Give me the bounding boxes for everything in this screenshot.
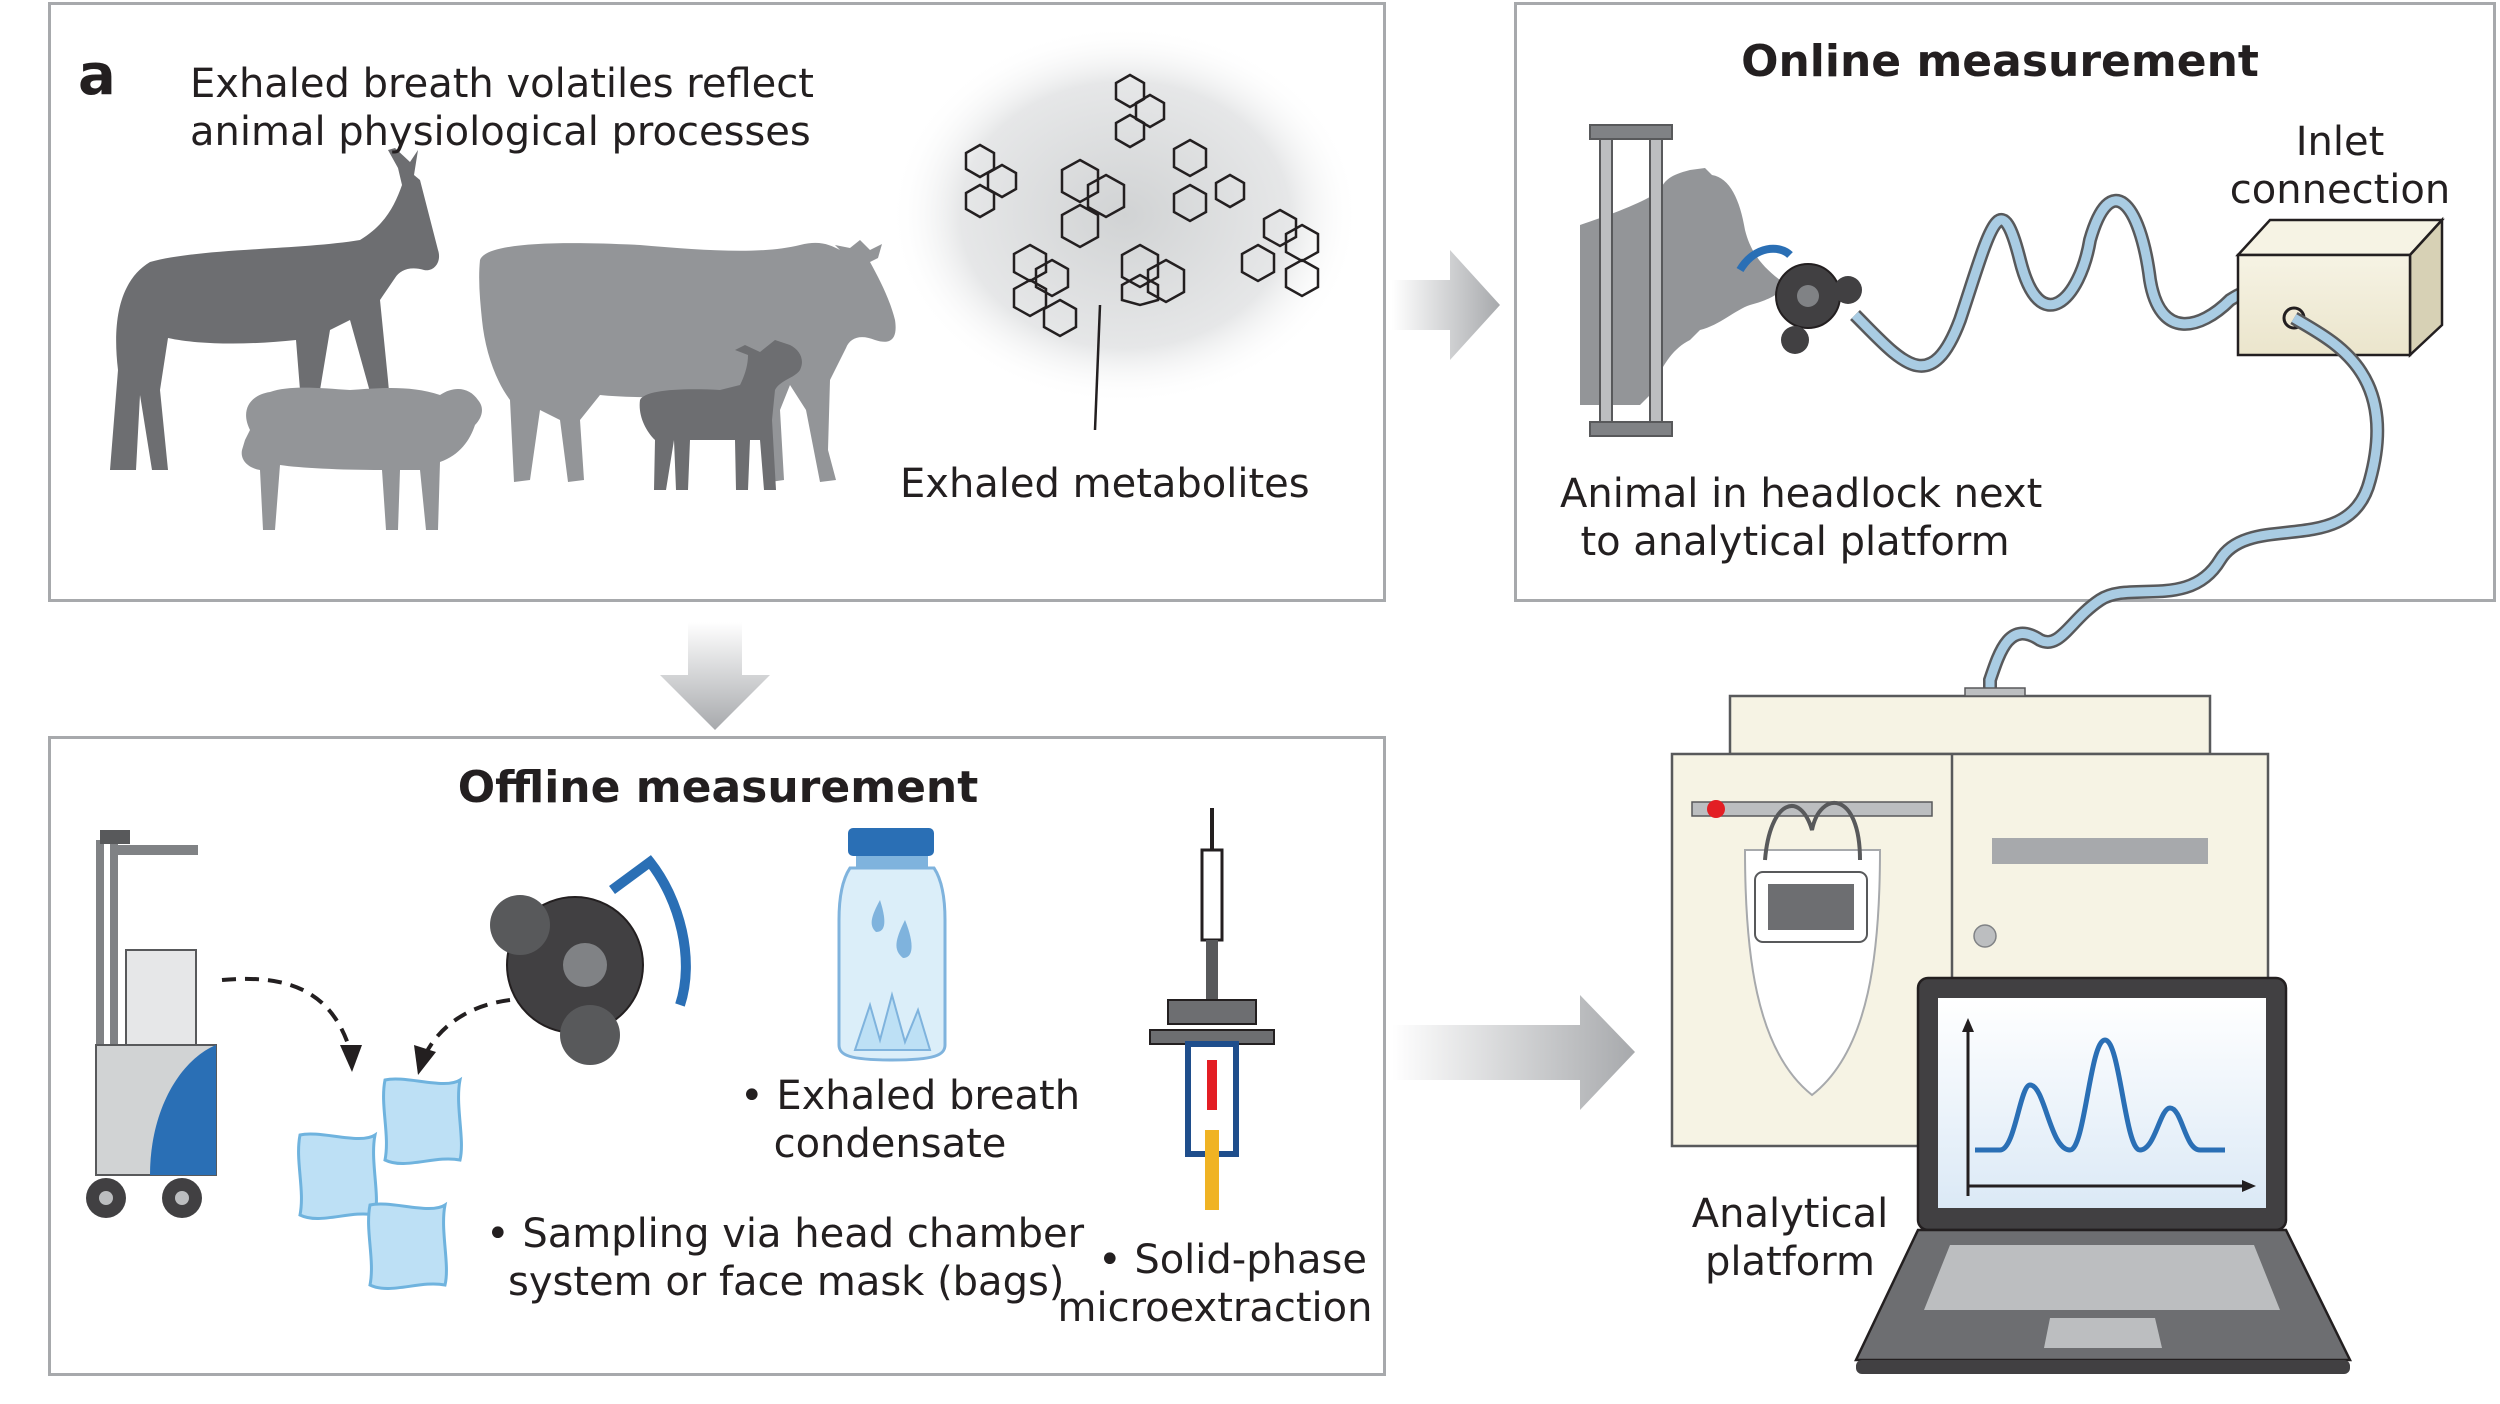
laptop: [1854, 976, 2353, 1374]
inlet-label-line1: Inlet: [2295, 119, 2385, 165]
spme-label-line2: microextraction: [1057, 1285, 1373, 1331]
dashed-arrow-cart: [221, 976, 352, 1051]
arrow-to-online: [1392, 250, 1500, 360]
inlet-label-line2: connection: [2229, 167, 2451, 213]
dashed-arrow-mask: [423, 998, 511, 1056]
headlock-label-line2: to analytical platform: [1580, 519, 2010, 565]
headlock-frame: [1580, 124, 1783, 437]
condensate-label-line2: condensate: [773, 1121, 1007, 1167]
online-heading: Online measurement: [1741, 36, 2259, 87]
inlet-box: [2235, 216, 2445, 358]
spme-label-line1: • Solid-phase: [1098, 1236, 1367, 1284]
metabolites-label: Exhaled metabolites: [900, 461, 1310, 507]
sheep-silhouette: [241, 387, 482, 530]
chromatogram-trace: [1975, 1037, 2225, 1153]
sampling-label-line1: • Sampling via head chamber: [486, 1210, 1084, 1258]
spme-label-text: Solid-phase: [1134, 1237, 1367, 1283]
arrow-to-offline: [660, 622, 770, 730]
cow-silhouette: [479, 240, 896, 482]
condensate-vial: [837, 828, 947, 1062]
head-chamber-cart: [86, 830, 217, 1218]
panel-offline-measurement: [48, 736, 1386, 1376]
bullet-point: •: [1098, 1237, 1122, 1283]
sample-bags: [297, 1076, 463, 1290]
goat-silhouette: [639, 340, 802, 490]
sampling-label-text: Sampling via head chamber: [522, 1211, 1085, 1257]
spme-device: [1149, 808, 1275, 1210]
arrow-to-platform: [1392, 995, 1635, 1110]
panel-letter: a: [78, 43, 116, 108]
headlock-label-line1: Animal in headlock next: [1560, 471, 2043, 517]
platform-label-line2: platform: [1705, 1239, 1875, 1285]
metabolite-cloud: [890, 25, 1360, 405]
platform-label-line1: Analytical: [1691, 1191, 1889, 1237]
tube-to-platform: [1983, 312, 2385, 690]
condensate-label-line1: • Exhaled breath: [740, 1072, 1080, 1120]
sampling-label-line2: system or face mask (bags): [508, 1259, 1065, 1305]
face-mask-offline: [490, 855, 691, 1065]
volatiles-title-line2: animal physiological processes: [190, 109, 811, 155]
offline-heading: Offline measurement: [457, 762, 979, 813]
molecule-structures: [964, 73, 1320, 431]
bullet-point: •: [740, 1073, 764, 1119]
bullet-point: •: [486, 1211, 510, 1257]
volatiles-title-line1: Exhaled breath volatiles reflect: [190, 61, 814, 107]
condensate-label-text: Exhaled breath: [776, 1073, 1081, 1119]
donkey-silhouette: [110, 148, 440, 470]
face-mask-online: [1736, 244, 1862, 354]
